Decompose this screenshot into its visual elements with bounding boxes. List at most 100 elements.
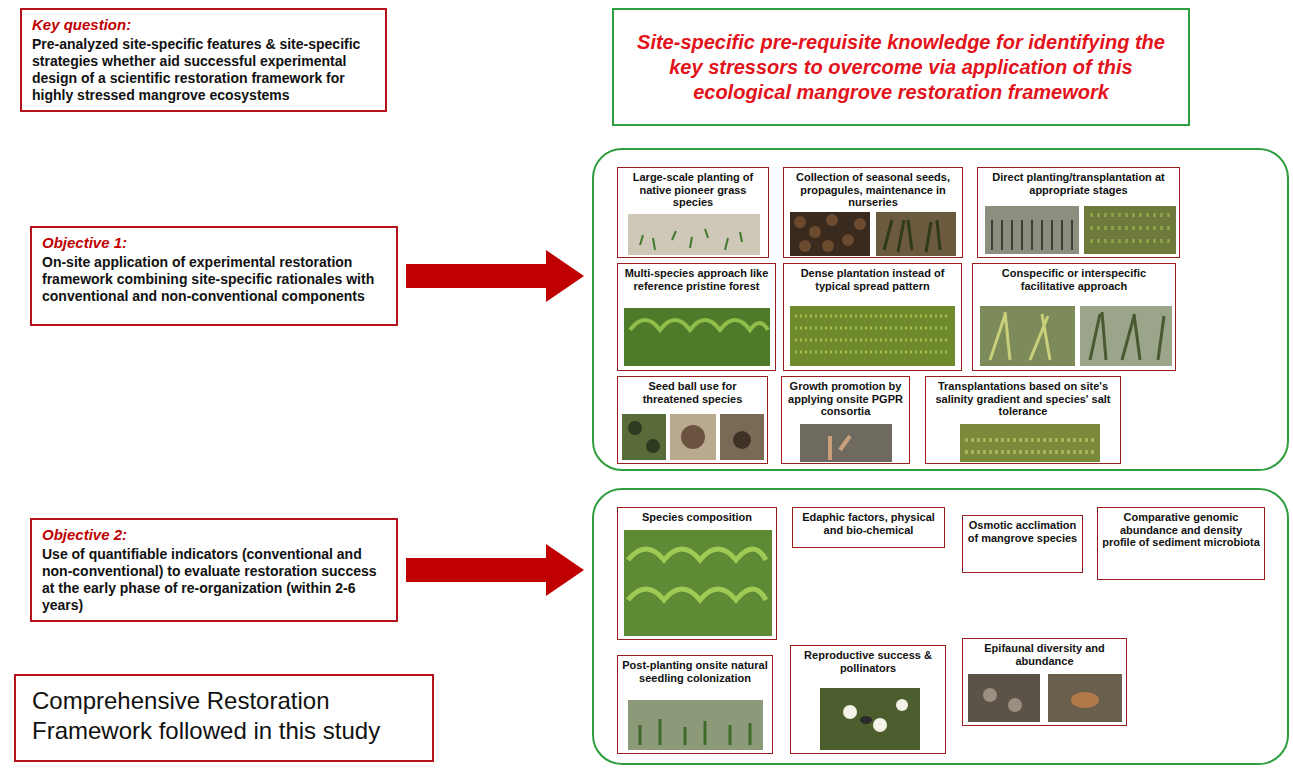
seed-photo bbox=[790, 212, 870, 256]
component-box: Species composition bbox=[617, 507, 777, 640]
dense-leaves bbox=[795, 316, 950, 352]
component-box: Transplantations based on site's salinit… bbox=[925, 376, 1121, 464]
component-box: Epifaunal diversity and abundance bbox=[962, 638, 1127, 726]
component-box: Osmotic acclimation of mangrove species bbox=[962, 515, 1083, 573]
flower bbox=[873, 718, 887, 732]
body-text: Pre-analyzed site-specific features & si… bbox=[32, 36, 375, 104]
seed-ball bbox=[733, 431, 751, 449]
objective-box: Objective 1:On-site application of exper… bbox=[30, 226, 398, 326]
epifauna-photo bbox=[1048, 674, 1122, 722]
canopy bbox=[628, 549, 766, 600]
seed bbox=[826, 214, 838, 226]
body-text: Conspecific or interspecific facilitativ… bbox=[977, 267, 1171, 292]
body-text: Direct planting/transplantation at appro… bbox=[982, 171, 1175, 196]
seedball-photo bbox=[670, 414, 716, 460]
component-box: Reproductive success & pollinators bbox=[790, 645, 946, 754]
facilitation-photo bbox=[980, 306, 1075, 366]
body-text: Use of quantifiable indicators (conventi… bbox=[42, 546, 386, 614]
body-text: Dense plantation instead of typical spre… bbox=[788, 267, 957, 292]
salinity-photo bbox=[960, 424, 1100, 462]
objective-box: Key question:Pre-analyzed site-specific … bbox=[20, 8, 387, 112]
block-arrow bbox=[406, 544, 584, 596]
seed-ball bbox=[681, 425, 705, 449]
seedlings bbox=[640, 719, 750, 745]
canopy bbox=[630, 320, 768, 330]
seedball-photo bbox=[622, 414, 666, 460]
seed bbox=[822, 240, 834, 252]
component-box: Growth promotion by applying onsite PGPR… bbox=[781, 376, 910, 464]
epifauna-photo bbox=[968, 674, 1040, 722]
body-text: Comparative genomic abundance and densit… bbox=[1102, 511, 1260, 549]
body-text: Large-scale planting of native pioneer g… bbox=[622, 171, 764, 209]
bee bbox=[860, 716, 872, 724]
heading-text: Objective 2: bbox=[42, 526, 386, 545]
snail bbox=[1008, 698, 1022, 712]
pgpr-photo bbox=[800, 424, 892, 462]
propagule-photo bbox=[876, 212, 956, 256]
grass-photo bbox=[628, 214, 760, 255]
seedling-photo bbox=[628, 700, 763, 750]
grass-blades bbox=[990, 312, 1050, 360]
body-text: Species composition bbox=[622, 511, 772, 524]
body-text: Post-planting onsite natural seedling co… bbox=[622, 659, 768, 684]
body-text: Epifaunal diversity and abundance bbox=[967, 642, 1122, 667]
seed bbox=[854, 218, 866, 230]
seed bbox=[842, 234, 854, 246]
component-box: Comparative genomic abundance and densit… bbox=[1097, 507, 1265, 580]
seed-dots bbox=[794, 214, 866, 252]
flower bbox=[896, 699, 908, 711]
body-text: Reproductive success & pollinators bbox=[795, 649, 941, 674]
body-text: On-site application of experimental rest… bbox=[42, 254, 386, 305]
seed bbox=[799, 240, 811, 252]
hand bbox=[830, 436, 850, 460]
component-box: Dense plantation instead of typical spre… bbox=[783, 263, 962, 371]
objective-box: Objective 2:Use of quantifiable indicato… bbox=[30, 518, 398, 622]
planting-photo bbox=[1084, 206, 1176, 254]
propagules bbox=[884, 220, 940, 252]
snail bbox=[983, 688, 997, 702]
premise-box: Site-specific pre-requisite knowledge fo… bbox=[612, 8, 1190, 126]
component-box: Seed ball use for threatened species bbox=[617, 376, 768, 464]
block-arrow bbox=[406, 250, 584, 302]
seed-ball bbox=[628, 421, 642, 435]
component-box: Edaphic factors, physical and bio-chemic… bbox=[792, 507, 945, 548]
seed-ball bbox=[646, 439, 660, 453]
species-photo bbox=[624, 530, 772, 636]
grass-tuft bbox=[640, 229, 742, 250]
component-box: Post-planting onsite natural seedling co… bbox=[617, 655, 773, 754]
seedball-photo bbox=[720, 414, 764, 460]
flower bbox=[843, 705, 857, 719]
body-text: Site-specific pre-requisite knowledge fo… bbox=[630, 30, 1172, 105]
framework-label-box: Comprehensive Restoration Framework foll… bbox=[14, 674, 434, 762]
dense-photo bbox=[790, 306, 955, 366]
planting-photo bbox=[985, 206, 1079, 254]
body-text: Growth promotion by applying onsite PGPR… bbox=[786, 380, 905, 418]
body-text: Edaphic factors, physical and bio-chemic… bbox=[797, 511, 940, 536]
heading-text: Key question: bbox=[32, 16, 375, 35]
body-text: Transplantations based on site's salinit… bbox=[930, 380, 1116, 418]
component-box: Multi-species approach like reference pr… bbox=[617, 263, 776, 371]
body-text: Multi-species approach like reference pr… bbox=[622, 267, 771, 292]
grass-blades bbox=[1090, 312, 1164, 360]
forest-photo bbox=[624, 308, 770, 366]
sapling-rows bbox=[1090, 215, 1170, 241]
seed bbox=[794, 216, 806, 228]
seed bbox=[809, 226, 821, 238]
component-box: Collection of seasonal seeds, propagules… bbox=[783, 167, 963, 258]
body-text: Osmotic acclimation of mangrove species bbox=[967, 519, 1078, 544]
saplings bbox=[992, 220, 1072, 250]
pollinator-photo bbox=[820, 688, 920, 750]
component-box: Conspecific or interspecific facilitativ… bbox=[972, 263, 1176, 371]
group-panel: Species composition Edaphic factors, phys… bbox=[592, 488, 1289, 765]
group-panel: Large-scale planting of native pioneer g… bbox=[592, 148, 1289, 471]
body-text: Comprehensive Restoration Framework foll… bbox=[32, 686, 416, 746]
component-box: Direct planting/transplantation at appro… bbox=[977, 167, 1180, 258]
body-text: Seed ball use for threatened species bbox=[622, 380, 763, 405]
crab bbox=[1071, 692, 1099, 708]
body-text: Collection of seasonal seeds, propagules… bbox=[788, 171, 958, 209]
component-box: Large-scale planting of native pioneer g… bbox=[617, 167, 769, 258]
plants bbox=[965, 440, 1095, 452]
heading-text: Objective 1: bbox=[42, 234, 386, 253]
facilitation-photo bbox=[1080, 306, 1172, 366]
